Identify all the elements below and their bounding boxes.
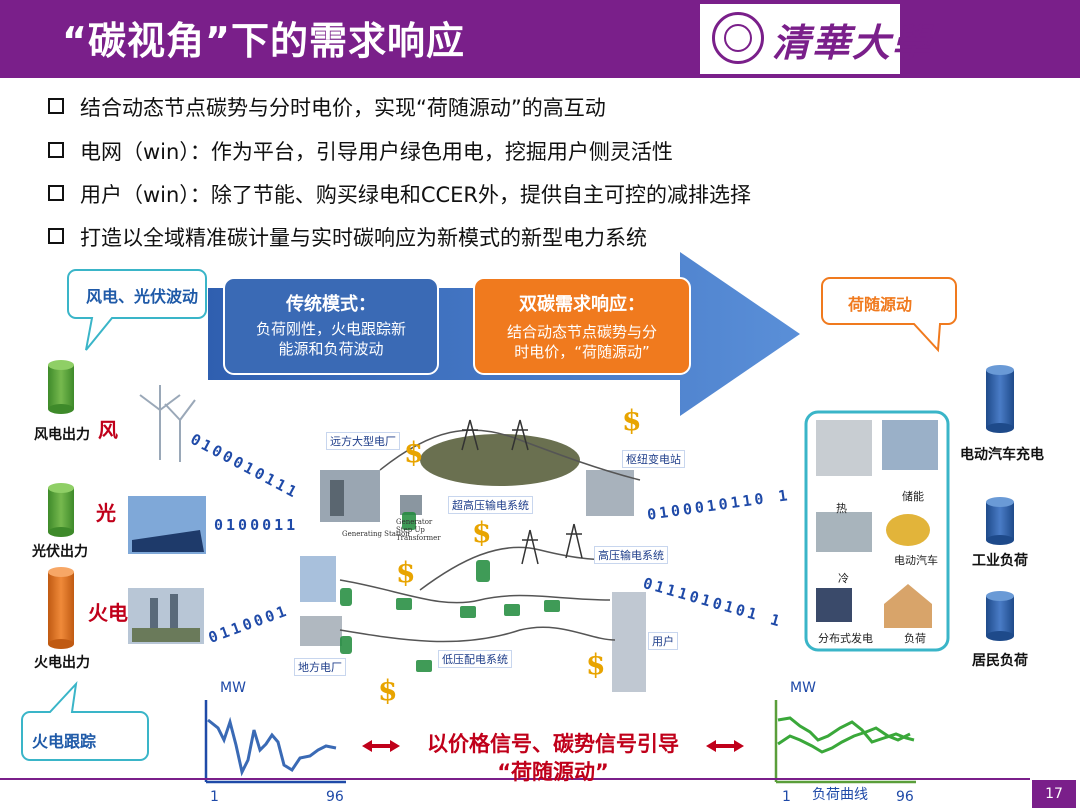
ev-load-cylinder: [986, 365, 1014, 433]
traditional-mode-line1: 负荷刚性，火电跟踪新: [255, 320, 406, 338]
load-follow-bubble: [821, 277, 957, 353]
resident-load-cylinder: [986, 591, 1014, 641]
local-plant-label: 地方电厂: [294, 658, 346, 676]
bullet-square-icon: [48, 185, 64, 201]
load-follow-callout: 荷随源动: [848, 295, 913, 314]
title-bar: [0, 0, 1080, 78]
thermal-curve-line: [207, 716, 337, 777]
dual-carbon-title: 双碳需求响应：: [519, 294, 645, 315]
wind-label: 风: [98, 418, 118, 442]
svg-text:$: $: [472, 516, 491, 549]
wind-turbine-icon: [139, 385, 196, 462]
hub-substation-label: 枢纽变电站: [622, 450, 685, 468]
thermal-output-label: 火电出力: [34, 655, 90, 671]
svg-text:$: $: [404, 436, 423, 469]
distributed-gen-label: 分布式发电: [818, 632, 873, 645]
center-follow-text: “荷随源动”: [497, 760, 609, 784]
thermal-output-cylinder: [48, 567, 74, 649]
right-chart-ylabel: MW: [790, 680, 816, 696]
svg-text:$: $: [586, 648, 605, 681]
wind-output-label: 风电出力: [34, 427, 90, 443]
thermal-plant-icon: [128, 588, 204, 644]
load-label: 负荷: [904, 632, 926, 645]
svg-text:$: $: [378, 674, 397, 707]
bullet-item: 用户（win）：除了节能、购买绿电和CCER外，提供自主可控的减排选择: [48, 179, 751, 209]
power-grid-illustration: $ $ $ $ $ $: [300, 404, 646, 707]
load-panel-images: [816, 420, 938, 628]
thermal-label: 火电: [88, 601, 128, 625]
load-curve-line-a: [777, 716, 915, 744]
generating-station-label: Generating Station: [342, 530, 410, 538]
ev-load-label: 电动汽车充电: [960, 447, 1044, 463]
pv-output-label: 光伏出力: [32, 544, 88, 560]
left-chart-ylabel: MW: [220, 680, 246, 696]
wind-solar-callout: 风电、光伏波动: [86, 287, 199, 306]
right-chart-x-end: 96: [896, 789, 914, 805]
remote-plant-label: 远方大型电厂: [326, 432, 400, 450]
left-chart-x-start: 1: [210, 789, 219, 805]
university-name-logo: 清華大學: [772, 20, 933, 65]
svg-text:$: $: [622, 404, 641, 437]
slide-title: “碳视角”下的需求响应: [62, 19, 465, 63]
industry-load-cylinder: [986, 497, 1014, 545]
hv-label: 高压输电系统: [594, 546, 668, 564]
page-number: 17: [1032, 780, 1076, 808]
double-arrow-left-icon: [362, 740, 400, 752]
dual-carbon-line1: 结合动态节点碳势与分: [506, 323, 657, 341]
university-seal-icon: [712, 12, 764, 64]
thermal-follow-callout: 火电跟踪: [32, 732, 97, 751]
bullet-square-icon: [48, 142, 64, 158]
wind-solar-bubble: [67, 269, 207, 351]
uhv-label: 超高压输电系统: [448, 496, 533, 514]
bullet-item: 打造以全域精准碳计量与实时碳响应为新模式的新型电力系统: [48, 222, 647, 252]
pv-label: 光: [96, 501, 116, 525]
double-arrow-right-icon: [706, 740, 744, 752]
binary-stream-mid-left: 0100011: [214, 516, 299, 534]
load-curve-line-b: [777, 726, 911, 754]
resident-load-label: 居民负荷: [972, 653, 1028, 669]
dual-carbon-box: [473, 277, 691, 375]
storage-label: 储能: [902, 490, 924, 503]
bullet-item: 电网（win）：作为平台，引导用户绿色用电，挖掘用户侧灵活性: [48, 136, 673, 166]
step-up-label: Generator Step Up Transformer: [396, 518, 441, 542]
thermal-follow-bubble: [21, 680, 149, 761]
thermal-curve-chart-axes: [204, 700, 346, 784]
center-signal-text: 以价格信号、碳势信号引导: [427, 732, 679, 756]
right-chart-x-start: 1: [782, 789, 791, 805]
traditional-mode-box: [223, 277, 439, 375]
heat-label: 热: [836, 502, 847, 515]
load-curve-chart-axes: [774, 700, 916, 784]
cold-label: 冷: [838, 572, 849, 585]
load-curve-caption: 负荷曲线: [812, 787, 868, 803]
bullet-square-icon: [48, 228, 64, 244]
traditional-mode-line2: 能源和负荷波动: [278, 340, 384, 358]
bullet-square-icon: [48, 98, 64, 114]
left-chart-x-end: 96: [326, 789, 344, 805]
wind-output-cylinder: [48, 360, 74, 414]
user-label: 用户: [648, 632, 678, 650]
traditional-mode-title: 传统模式：: [286, 294, 376, 315]
solar-panel-icon: [128, 496, 206, 554]
dual-carbon-line2: 时电价，“荷随源动”: [514, 343, 650, 361]
ev-label: 电动汽车: [894, 554, 938, 567]
seal-inner-ring: [724, 24, 752, 52]
lv-label: 低压配电系统: [438, 650, 512, 668]
bullet-item: 结合动态节点碳势与分时电价，实现“荷随源动”的高互动: [48, 92, 606, 122]
industry-load-label: 工业负荷: [972, 553, 1028, 569]
svg-text:$: $: [396, 556, 415, 589]
pv-output-cylinder: [48, 483, 74, 537]
